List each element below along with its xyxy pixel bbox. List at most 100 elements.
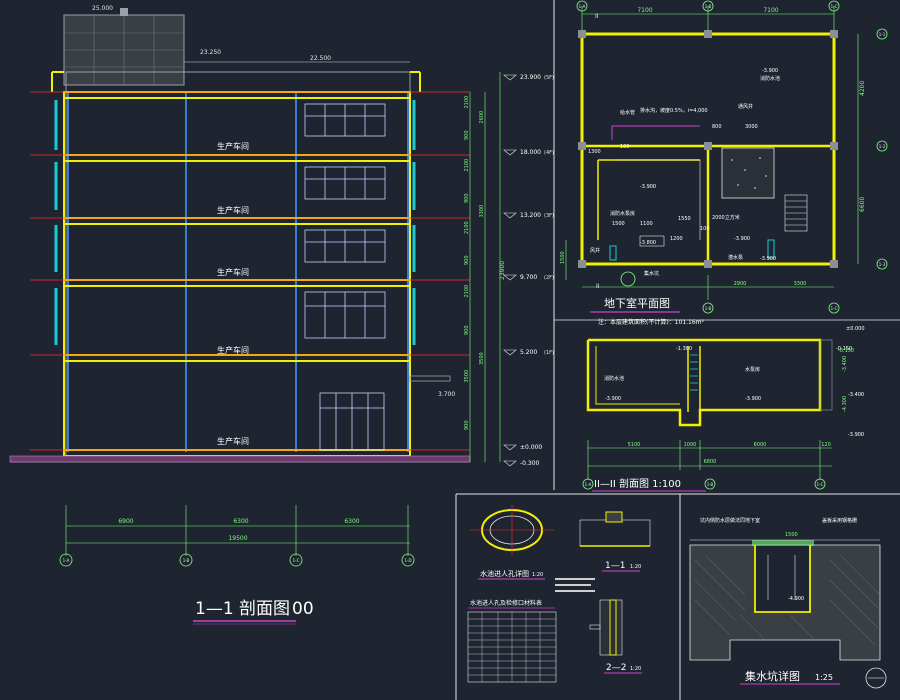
plan-label-9: 1500 [612,221,625,227]
plan-axis-bottom-2: 1-B [705,306,712,311]
sump-note-2: 盖板采用钢格栅 [822,517,857,524]
section-1-1-title: 1—1 剖面图 [195,599,290,619]
plan-label-15: 集水坑 [644,270,659,277]
plan-label-14: 风井 [590,247,600,254]
level-value: -0.300 [520,460,540,467]
sec2-label-7: -3.400 [848,392,864,398]
side-dim: 900 [464,420,470,430]
side-dim: 900 [464,130,470,140]
level-value: 13.200 [520,212,541,219]
basement-plan-title: 地下室平面图 [604,296,670,310]
plan-label-10: 1100 [640,221,653,227]
room-label-2f: 生产车间 [217,345,249,355]
sec2-axis-2: 1-B [707,482,714,487]
roof-dim: 22.500 [310,55,331,62]
bottom-dim-2: 6300 [233,518,248,525]
sec2-right-dim-2: -0.150 [838,348,854,354]
level-value: ±0.000 [520,444,542,451]
side-dim: 2100 [464,159,470,172]
plan-label-1: 消防水池 [760,75,780,82]
parapet-dim: 25.000 [92,5,113,12]
plan-label-7: -3.900 [640,184,656,190]
sec2-right-dim-1: ±0.000 [846,326,865,332]
floor-tag: (5F) [544,75,554,81]
plan-top-dim-2: 7100 [763,7,778,14]
sec2-label-8: -3.900 [848,432,864,438]
total-height: 23900 [499,261,506,280]
plan-axis-right-1: 1-1 [879,32,886,37]
room-label-5f: 生产车间 [217,141,249,151]
manhole-table-title: 水池进人孔及检修口材料表 [470,599,542,607]
level-symbol [503,74,517,81]
section1-scale: 1:20 [630,564,641,570]
sec2-label-5: -1.300 [676,346,692,352]
sec2-bottom-dim-2: 1000 [684,442,697,448]
plan-mark-top: II [595,13,599,20]
floor-tag: (1F) [544,350,554,356]
side-dim: 2100 [464,96,470,109]
sump-dim-2: -4.900 [788,596,804,602]
basement-plan: 7100 7100 II [560,0,888,326]
detail-sump: 坑内侧防水层做法同地下室 盖板采用钢格栅 1500 -4.900 集水坑详图 1… [689,517,887,689]
level-marks: 23.90018.00013.2009.7005.200±0.000-0.300… [503,74,554,467]
sec2-label-1: 消防水池 [604,375,624,382]
plan-axis-bottom-3: 1-C [831,306,838,311]
plan-label-20: 1200 [670,236,683,242]
section-2-2-title: II—II 剖面图 1:100 [594,477,681,490]
sec2-label-3: 水泵房 [745,366,760,373]
plan-bottom-dim-1: 2900 [734,281,747,287]
section2-title: 2—2 [606,663,626,673]
side-dim: 2100 [464,221,470,234]
sump-title: 集水坑详图 [745,669,800,683]
plan-label-16: 潜水泵 [728,254,743,261]
side-dim: 2100 [464,285,470,298]
axis-1: 1-A [63,558,70,563]
level-symbol [503,460,517,467]
bottom-total: 19500 [228,535,247,542]
section2-scale: 1:20 [630,666,641,672]
sec2-label-2: -3.900 [605,396,621,402]
plan-label-18: 100 [700,226,710,232]
bottom-dim-1: 6900 [118,518,133,525]
floor-tag: (2F) [544,275,554,281]
pipe-label: 给水管 [620,109,635,116]
level-value: 9.700 [520,274,537,281]
plan-axis-top-1: 1-A [579,4,586,9]
level-value: 23.900 [520,74,541,81]
canopy-dim: 3.700 [438,391,455,398]
sec2-axis-1: 1-A [585,482,592,487]
manhole-table [467,611,557,683]
plan-top-dim-1: 7100 [637,7,652,14]
plan-label-19: -3.900 [760,256,776,262]
level-value: 5.200 [520,349,537,356]
basement-plan-note: 注：本层建筑面积(不计算)：101.16m² [598,318,705,326]
plan-label-2: -3.900 [762,68,778,74]
sec2-label-4: -3.900 [745,396,761,402]
sec2-bottom-total: 6800 [704,459,717,465]
sec2-bottom-dim-1: 5100 [628,442,641,448]
sump-dim-1: 1500 [785,532,798,538]
shaft-label: 通风井 [738,103,753,110]
sec2-axis-3: 1-C [817,482,824,487]
detail-manhole: 水池进人孔详图 1:20 1—1 1:20 2—2 1:20 水池进人孔及检修口… [467,505,651,683]
manhole-scale: 1:20 [532,572,543,578]
plan-right-dim-2: 6600 [859,197,866,212]
room-label-4f: 生产车间 [217,205,249,215]
room-label-3f: 生产车间 [217,267,249,277]
section1-title: 1—1 [605,561,625,571]
sec2-right-dim-3: -3.400 [842,356,848,372]
room-label-1f: 生产车间 [217,436,249,446]
section-2-2: 消防水池 -3.900 水泵房 -3.900 -1.300 -0.150 -3.… [582,326,865,492]
level-symbol [503,149,517,156]
plan-mark-bottom: II [596,283,600,290]
plan-bottom-dim-2: 3300 [794,281,807,287]
sump-note-1: 坑内侧防水层做法同地下室 [700,517,760,524]
plan-right-dim-1: 4200 [859,81,866,96]
floor-tag: (3F) [544,213,554,219]
plan-left-dim: 1500 [560,251,566,264]
plan-label-11: 1550 [678,216,691,222]
sec2-bottom-dim-4: 120 [821,442,831,448]
plan-axis-right-3: 1-3 [879,262,886,267]
side-dim: 900 [464,325,470,335]
